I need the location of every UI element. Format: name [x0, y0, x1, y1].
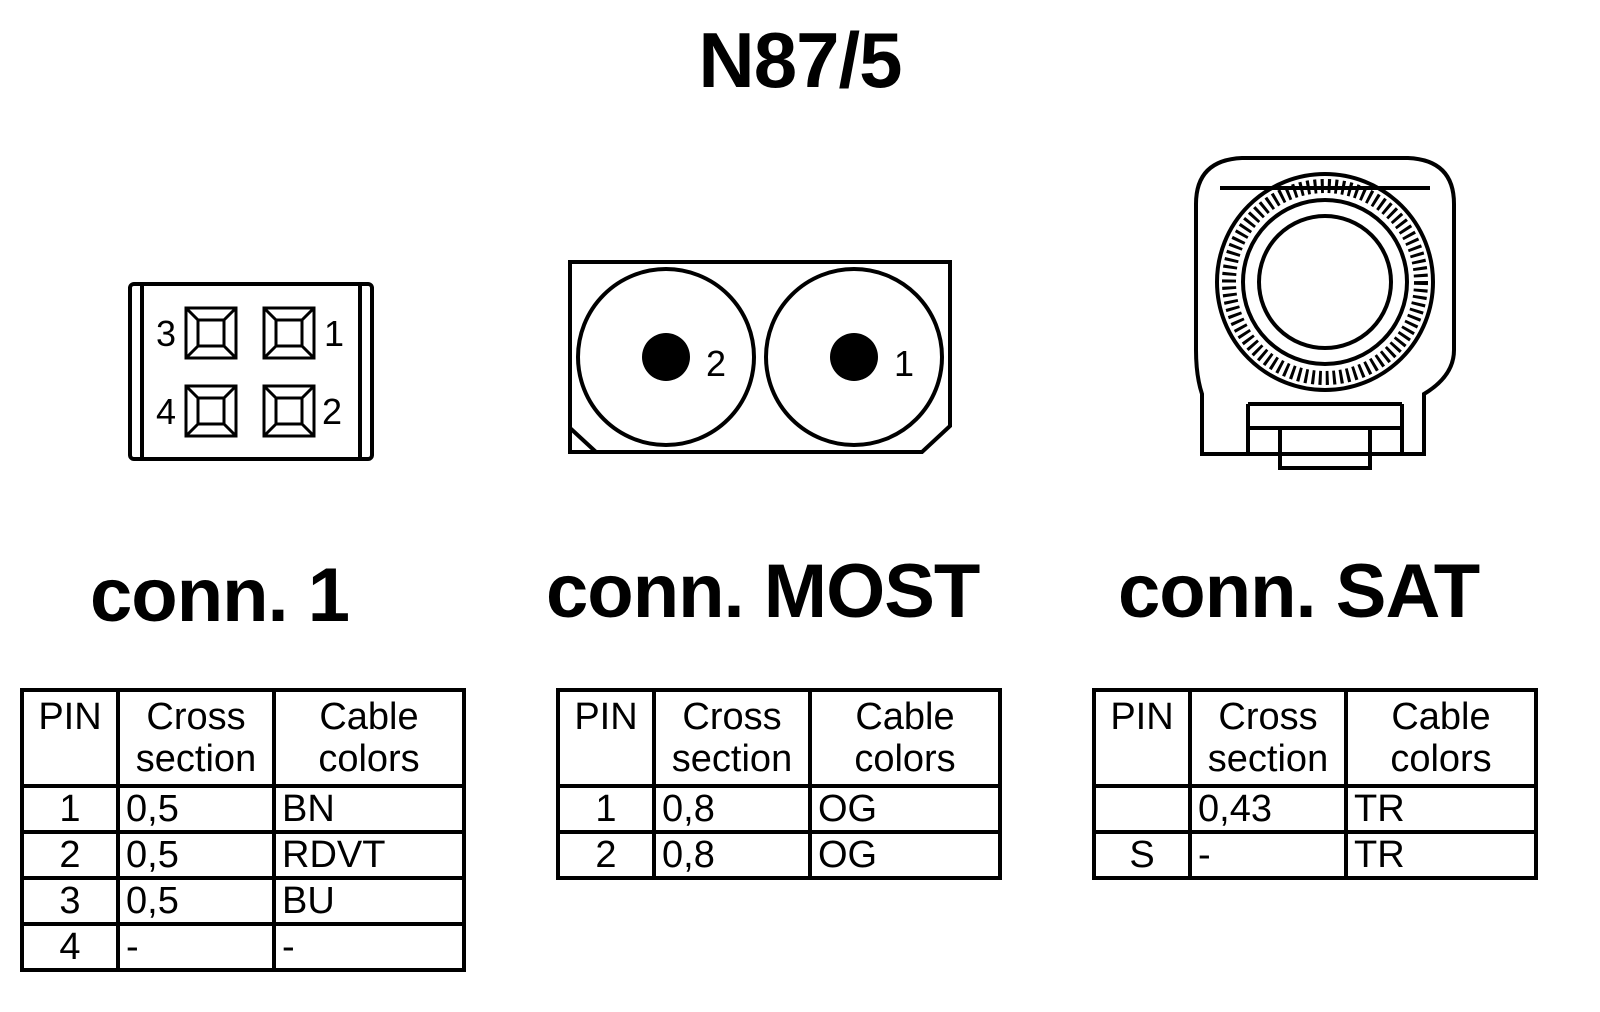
- cable-color-cell: BU: [272, 876, 466, 926]
- pin-2-terminal: [262, 384, 316, 438]
- pin-1-contact: [830, 333, 878, 381]
- cross-section-cell: 0,8: [652, 784, 812, 834]
- pin-3-terminal: [184, 306, 238, 360]
- pin-cell: 3: [20, 876, 120, 926]
- pin-cell: 2: [556, 830, 656, 880]
- pin-cell: 2: [20, 830, 120, 880]
- cross-section-cell: -: [116, 922, 276, 972]
- table-row: 1 0,5 BN: [20, 784, 466, 834]
- cable-color-cell: RDVT: [272, 830, 466, 880]
- cable-color-cell: -: [272, 922, 466, 972]
- pin-label: 2: [706, 343, 726, 384]
- pin-header: PIN: [20, 688, 120, 788]
- pin-label: 1: [894, 343, 914, 384]
- cable-color-cell: TR: [1344, 784, 1538, 834]
- table-row: 4 - -: [20, 922, 466, 972]
- cross-section-cell: 0,5: [116, 784, 276, 834]
- pin-cell: [1092, 784, 1192, 834]
- table-row: 2 0,5 RDVT: [20, 830, 466, 880]
- pin-cell: S: [1092, 830, 1192, 880]
- pin-label: 3: [156, 313, 176, 354]
- table-row: S - TR: [1092, 830, 1538, 880]
- cable-color-cell: OG: [808, 830, 1002, 880]
- pin-1-terminal: [262, 306, 316, 360]
- connector-1-drawing: 3 1 4 2: [128, 282, 374, 461]
- cable-color-cell: OG: [808, 784, 1002, 834]
- pin-label: 1: [324, 313, 344, 354]
- cross-section-cell: 0,8: [652, 830, 812, 880]
- table-row: 1 0,8 OG: [556, 784, 1002, 834]
- connector-sat-drawing: [1194, 156, 1456, 470]
- table-row: 3 0,5 BU: [20, 876, 466, 926]
- pin-header: PIN: [556, 688, 656, 788]
- table-row: 2 0,8 OG: [556, 830, 1002, 880]
- pin-cell: 1: [556, 784, 656, 834]
- connector-most-title: conn. MOST: [546, 549, 980, 634]
- pin-label: 2: [322, 391, 342, 432]
- pin-cell: 4: [20, 922, 120, 972]
- pin-4-terminal: [184, 384, 238, 438]
- knurled-ring: [1222, 179, 1428, 385]
- pin-label: 4: [156, 391, 176, 432]
- cross-section-cell: 0,43: [1188, 784, 1348, 834]
- diagram-title: N87/5: [698, 16, 902, 104]
- cross-section-cell: 0,5: [116, 830, 276, 880]
- connector-most-drawing: 2 1: [568, 260, 952, 454]
- pin-header: PIN: [1092, 688, 1192, 788]
- cross-section-cell: 0,5: [116, 876, 276, 926]
- table-row: 0,43 TR: [1092, 784, 1538, 834]
- connector-1-title: conn. 1: [90, 553, 350, 638]
- pin-2-contact: [642, 333, 690, 381]
- cable-color-cell: BN: [272, 784, 466, 834]
- connector-sat-title: conn. SAT: [1118, 549, 1480, 634]
- cable-color-cell: TR: [1344, 830, 1538, 880]
- cross-section-cell: -: [1188, 830, 1348, 880]
- pin-cell: 1: [20, 784, 120, 834]
